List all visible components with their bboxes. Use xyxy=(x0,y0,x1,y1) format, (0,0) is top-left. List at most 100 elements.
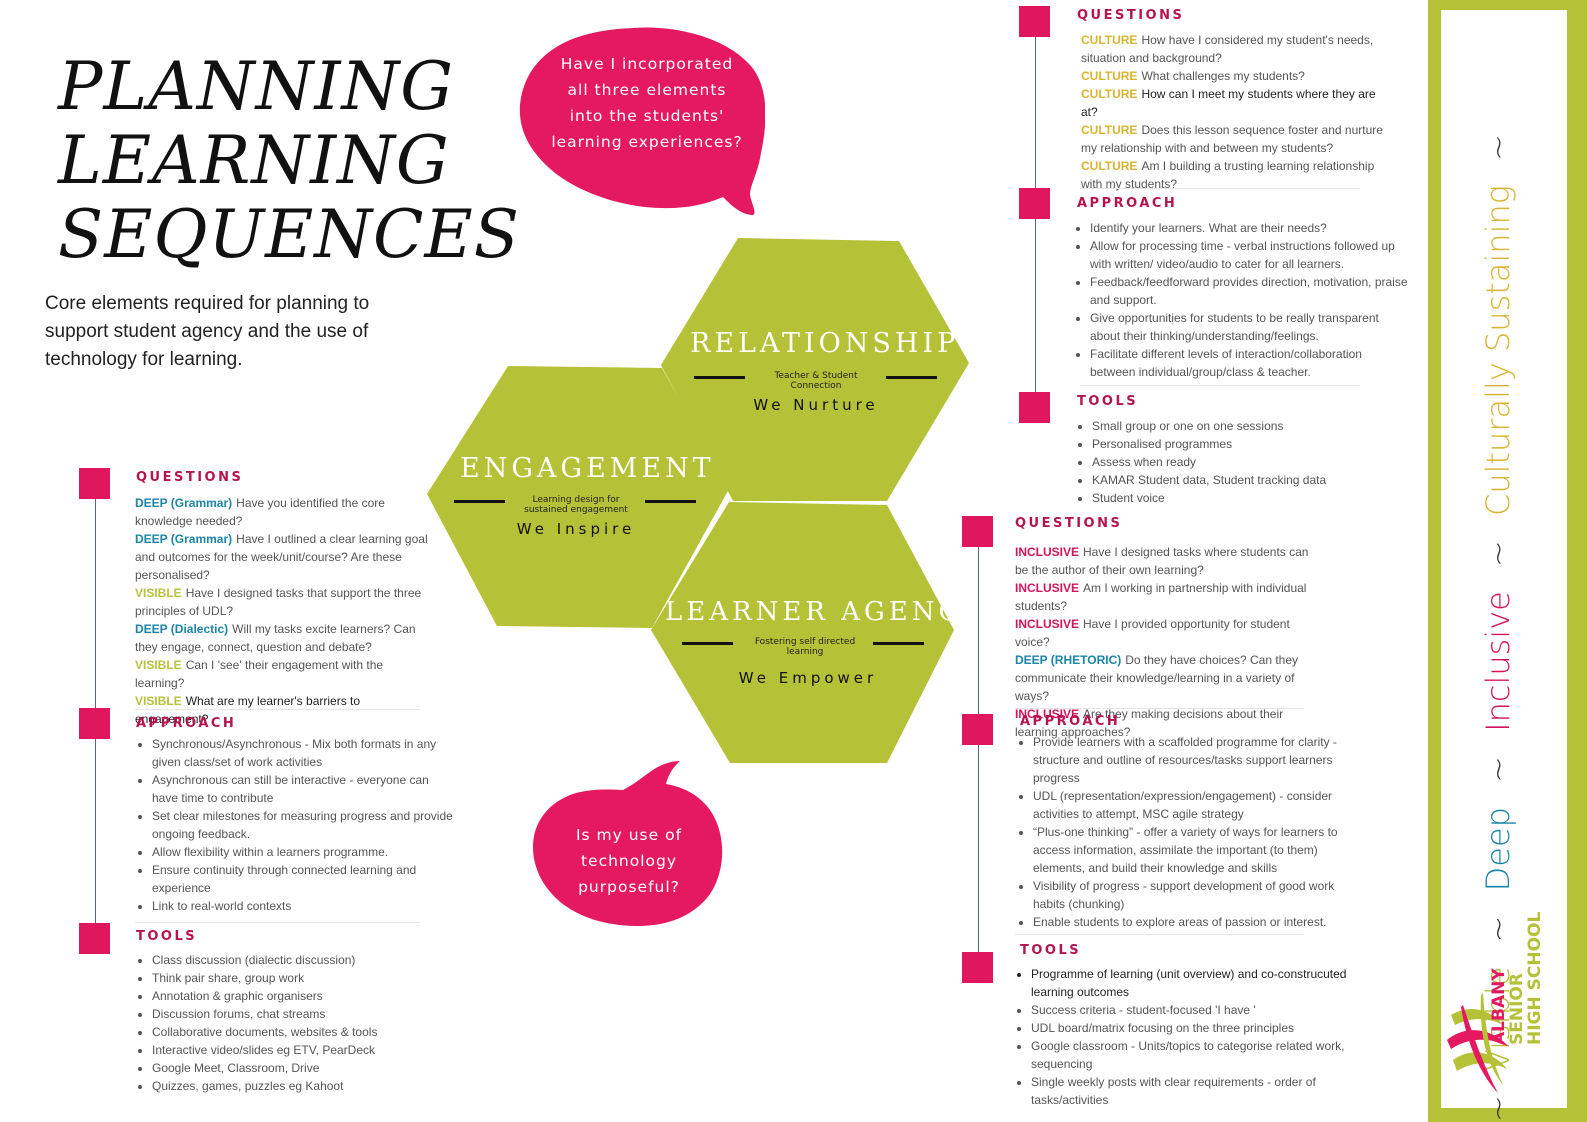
divider xyxy=(1015,708,1303,709)
section-marker xyxy=(79,923,110,954)
list-item: Programme of learning (unit overview) an… xyxy=(1031,965,1356,1001)
list-item: “Plus-one thinking” - offer a variety of… xyxy=(1033,823,1348,877)
list-item: Ensure continuity through connected lear… xyxy=(152,861,457,897)
hex-engagement-subtitle: Learning design for sustained engagement xyxy=(524,495,628,515)
title-line: PLANNING xyxy=(58,48,454,125)
agency-approach-list: Provide learners with a scaffolded progr… xyxy=(1016,733,1348,931)
question-item: DEEP (Grammar)Have you identified the co… xyxy=(135,496,385,528)
question-item: DEEP (Dialectic)Will my tasks excite lea… xyxy=(135,622,416,654)
hex-rule xyxy=(454,500,505,503)
relationships-tools-list: Small group or one on one sessions Perso… xyxy=(1075,417,1392,507)
section-marker xyxy=(79,468,110,499)
hex-relationships-subtitle: Teacher & Student Connection xyxy=(774,371,858,391)
hexagon-learner-agency xyxy=(651,502,954,763)
question-label: DEEP (RHETORIC) xyxy=(1015,653,1122,667)
question-label: VISIBLE xyxy=(135,658,182,672)
section-marker xyxy=(1019,6,1050,37)
list-item: Allow for processing time - verbal instr… xyxy=(1090,237,1408,273)
divider xyxy=(1080,188,1360,189)
list-item: Class discussion (dialectic discussion) xyxy=(152,951,452,969)
engagement-questions-title: QUESTIONS xyxy=(136,470,244,485)
question-label: CULTURE xyxy=(1081,87,1138,101)
agency-questions-title: QUESTIONS xyxy=(1015,516,1123,531)
school-logo-text: ALBANY SENIOR HIGH SCHOOL xyxy=(1489,911,1545,1045)
list-item: UDL (representation/expression/engagemen… xyxy=(1033,787,1348,823)
hex-agency-title: LEARNER AGENCY xyxy=(665,597,984,627)
list-item: Single weekly posts with clear requireme… xyxy=(1031,1073,1356,1109)
list-item: Feedback/feedforward provides direction,… xyxy=(1090,273,1408,309)
list-item: Enable students to explore areas of pass… xyxy=(1033,913,1348,931)
list-item: Asynchronous can still be interactive - … xyxy=(152,771,457,807)
relationships-approach-title: APPROACH xyxy=(1077,196,1178,211)
engagement-tools-title: TOOLS xyxy=(136,929,198,944)
question-label: VISIBLE xyxy=(135,586,182,600)
question-label: DEEP (Grammar) xyxy=(135,496,233,510)
title-line: LEARNING xyxy=(58,122,450,199)
list-item: Discussion forums, chat streams xyxy=(152,1005,452,1023)
list-item: Link to real-world contexts xyxy=(152,897,457,915)
school-logo-icon xyxy=(1447,993,1509,1093)
question-label: INCLUSIVE xyxy=(1015,707,1080,721)
section-marker xyxy=(962,516,993,547)
engagement-approach-list: Synchronous/Asynchronous - Mix both form… xyxy=(135,735,457,915)
hex-engagement-tagline: We Inspire xyxy=(516,520,636,538)
list-item: Google classroom - Units/topics to categ… xyxy=(1031,1037,1356,1073)
question-label: CULTURE xyxy=(1081,159,1138,173)
sidebar-panel xyxy=(1441,10,1567,1108)
section-marker xyxy=(79,708,110,739)
agency-tools-title: TOOLS xyxy=(1020,943,1082,958)
question-label: INCLUSIVE xyxy=(1015,545,1080,559)
hexagon-cluster xyxy=(427,238,969,763)
hex-rule xyxy=(645,500,696,503)
engagement-questions: DEEP (Grammar)Have you identified the co… xyxy=(135,494,430,728)
hexagon-relationships xyxy=(661,238,969,501)
hex-rule xyxy=(694,376,745,379)
list-item: Facilitate different levels of interacti… xyxy=(1090,345,1408,381)
question-item: DEEP (Grammar)Have I outlined a clear le… xyxy=(135,532,428,582)
list-item: Visibility of progress - support develop… xyxy=(1033,877,1348,913)
question-label: CULTURE xyxy=(1081,123,1138,137)
question-item: DEEP (RHETORIC)Do they have choices? Can… xyxy=(1015,653,1299,703)
list-item: Allow flexibility within a learners prog… xyxy=(152,843,457,861)
list-item: Identify your learners. What are their n… xyxy=(1090,219,1408,237)
tagline-word: Culturally Sustaining xyxy=(1479,185,1517,517)
agency-approach-title: APPROACH xyxy=(1020,714,1121,729)
relationships-questions-title: QUESTIONS xyxy=(1077,8,1185,23)
question-label: INCLUSIVE xyxy=(1015,617,1080,631)
divider xyxy=(135,922,420,923)
speech-bubble-bottom xyxy=(533,761,723,926)
list-item: Think pair share, group work xyxy=(152,969,452,987)
section-marker xyxy=(1019,392,1050,423)
bubble-top-text: Have I incorporated all three elements i… xyxy=(551,55,743,151)
hex-rule xyxy=(682,642,733,645)
bubble-bottom-text: Is my use of technology purposeful? xyxy=(575,826,683,896)
agency-tools-list: Programme of learning (unit overview) an… xyxy=(1014,965,1356,1109)
list-item: Interactive video/slides eg ETV, PearDec… xyxy=(152,1041,452,1059)
tagline-word: Inclusive xyxy=(1479,591,1517,732)
speech-bubble-top xyxy=(519,27,765,215)
section-marker xyxy=(1019,188,1050,219)
list-item: Assess when ready xyxy=(1092,453,1392,471)
list-item: Set clear milestones for measuring progr… xyxy=(152,807,457,843)
list-item: Success criteria - student-focused 'I ha… xyxy=(1031,1001,1356,1019)
engagement-approach-title: APPROACH xyxy=(136,716,237,731)
section-marker xyxy=(962,714,993,745)
question-label: DEEP (Dialectic) xyxy=(135,622,229,636)
list-item: Provide learners with a scaffolded progr… xyxy=(1033,733,1348,787)
list-item: Small group or one on one sessions xyxy=(1092,417,1392,435)
question-label: CULTURE xyxy=(1081,33,1138,47)
divider xyxy=(135,709,420,710)
question-label: DEEP (Grammar) xyxy=(135,532,233,546)
engagement-tools-list: Class discussion (dialectic discussion) … xyxy=(135,951,452,1095)
hex-agency-subtitle: Fostering self directed learning xyxy=(754,637,856,657)
